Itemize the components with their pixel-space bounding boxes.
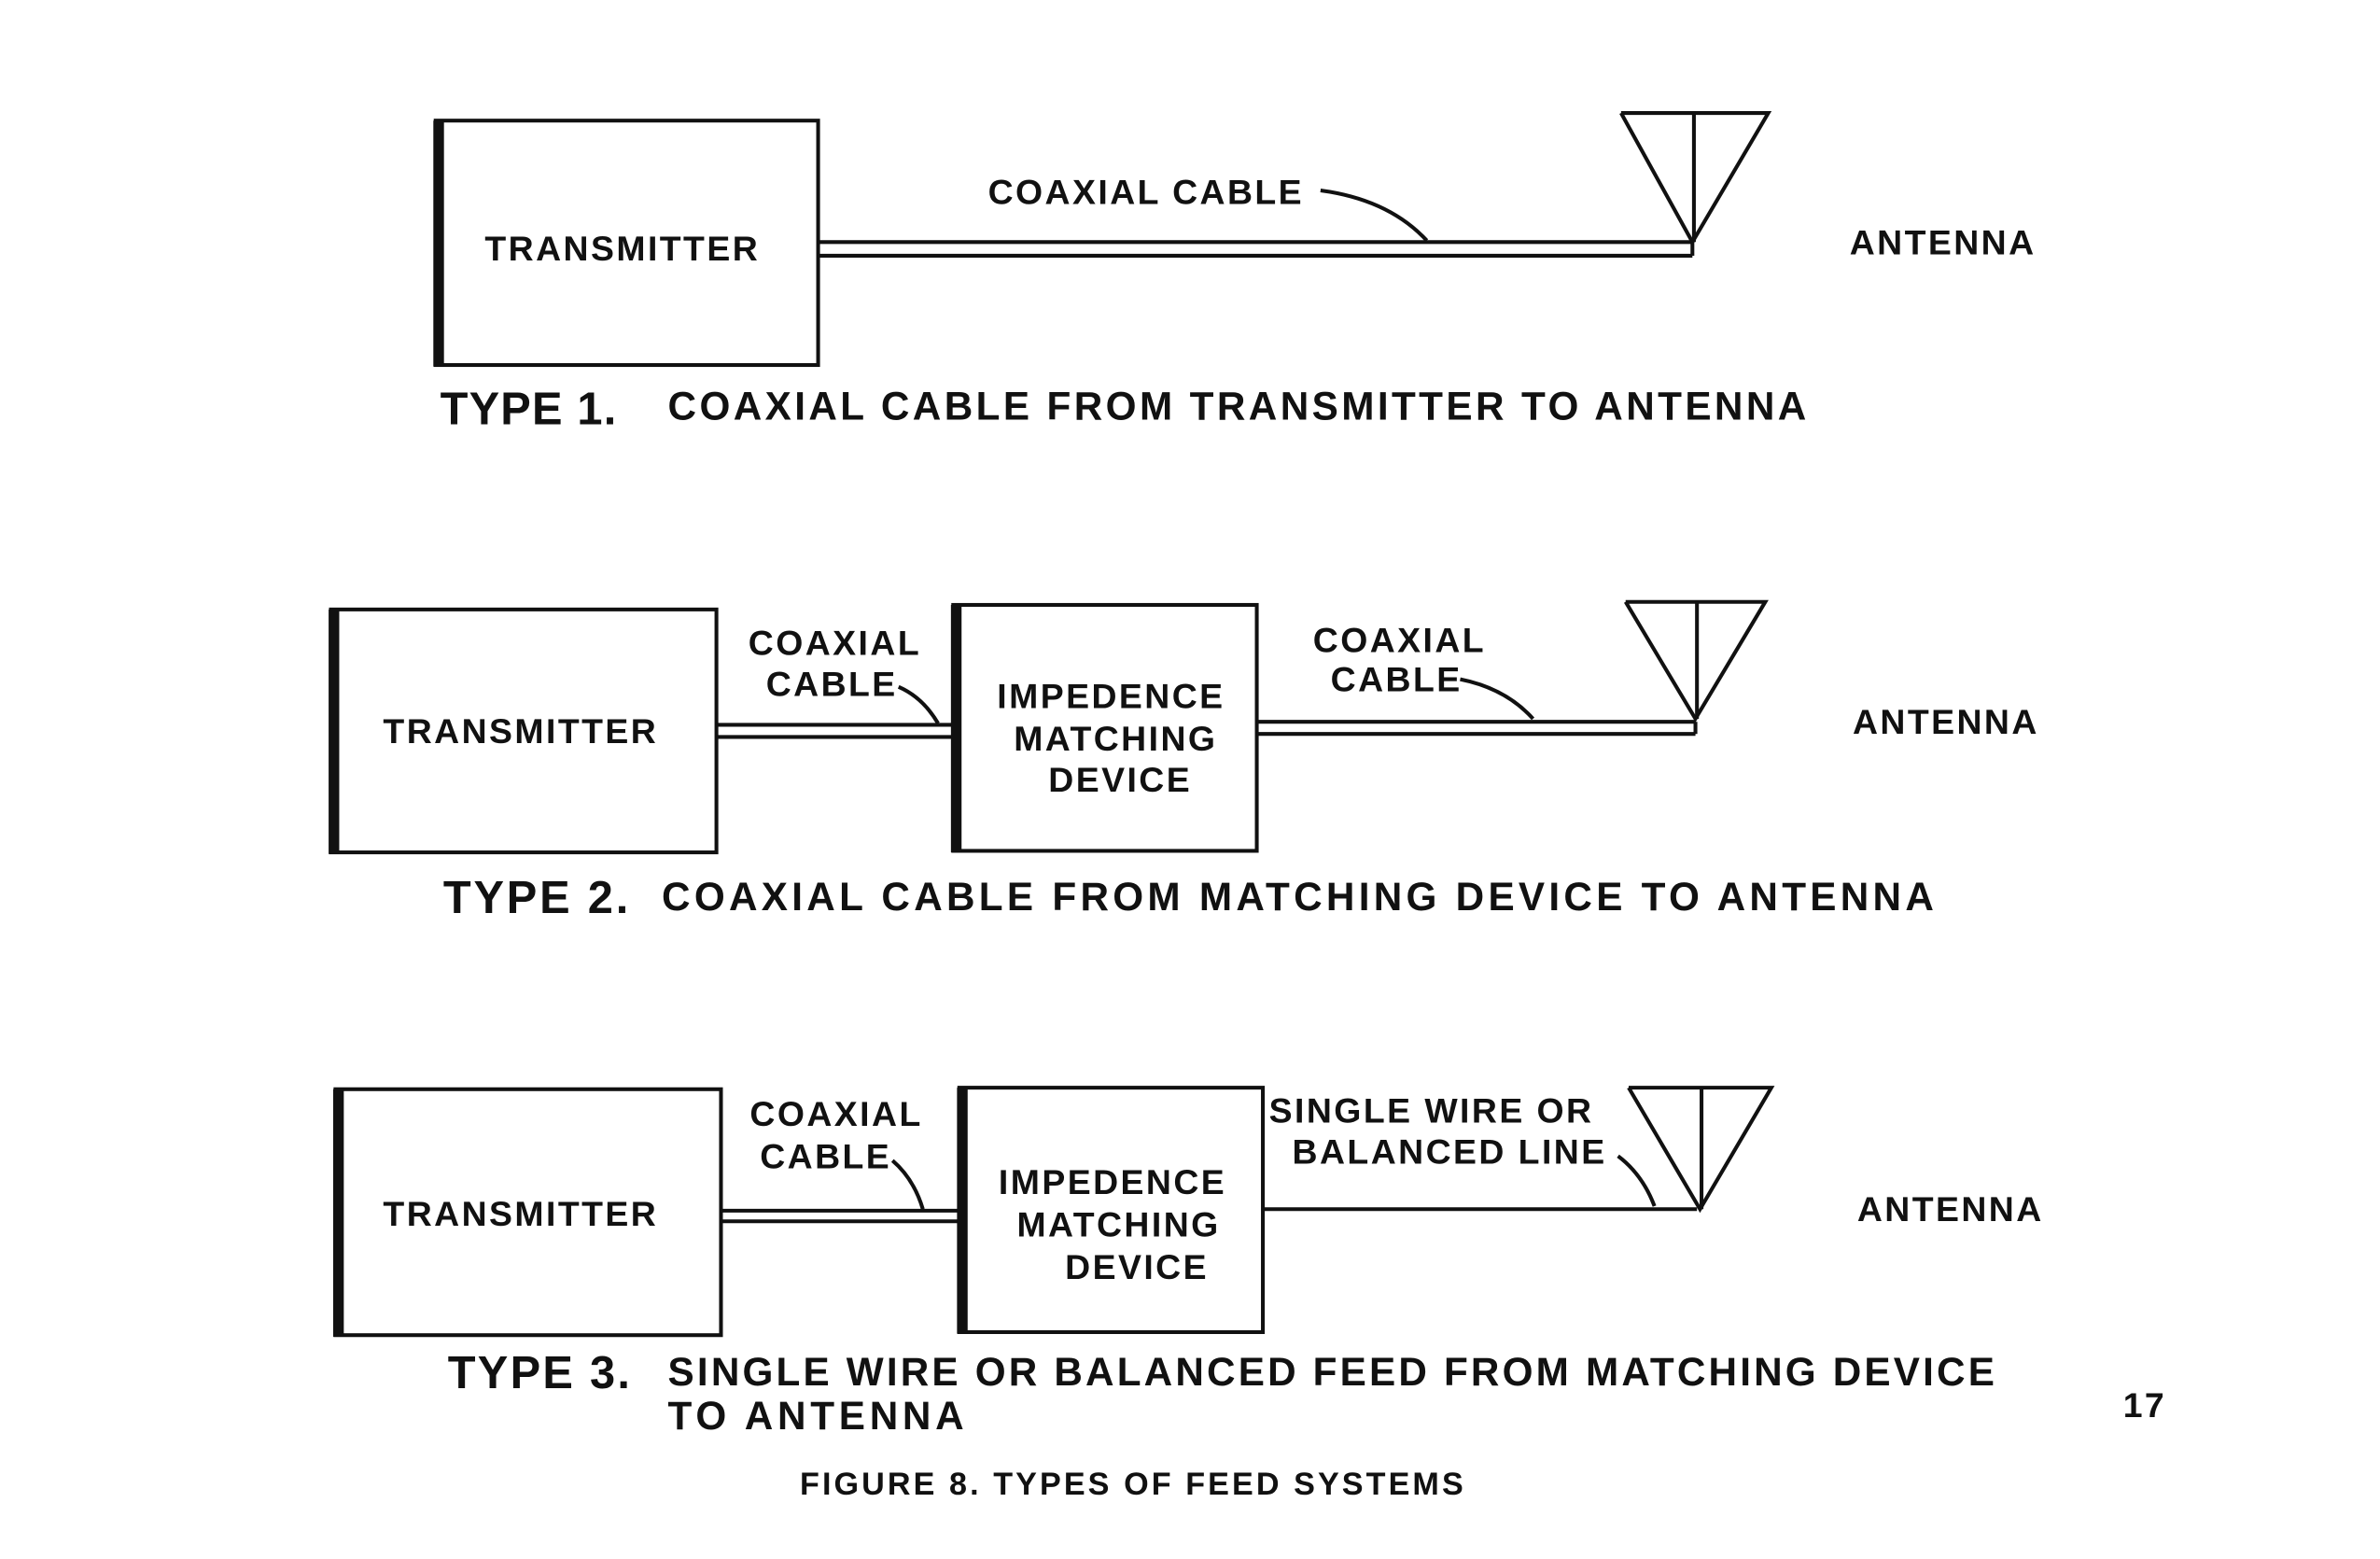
type3-line-label1: SINGLE WIRE OR (1269, 1091, 1594, 1131)
type1-caption-text: COAXIAL CABLE FROM TRANSMITTER TO ANTENN… (668, 385, 1810, 428)
type1-transmitter-label: TRANSMITTER (484, 229, 760, 268)
type3-caption-text1: SINGLE WIRE OR BALANCED FEED FROM MATCHI… (668, 1350, 1998, 1394)
type1-caption-type: TYPE 1. (441, 384, 620, 434)
antenna-icon (1619, 111, 1772, 246)
type3-transmitter-label: TRANSMITTER (383, 1194, 658, 1233)
type2-cable2-line2: CABLE (1331, 660, 1463, 699)
page-number: 17 (2123, 1385, 2166, 1425)
type2-caption-type: TYPE 2. (443, 873, 632, 923)
type3-device-line3: DEVICE (1065, 1247, 1209, 1286)
type1-diagram: TRANSMITTER COAXIAL CABLE ANTENNA TYPE 1… (433, 111, 2037, 434)
type2-diagram: TRANSMITTER COAXIAL CABLE IMPEDENCE MATC… (329, 599, 2039, 923)
figure-caption: FIGURE 8. TYPES OF FEED SYSTEMS (800, 1467, 1463, 1502)
type2-device-line2: MATCHING (1014, 719, 1217, 758)
type2-antenna-label: ANTENNA (1853, 702, 2039, 741)
antenna-icon (1623, 599, 1769, 723)
type3-diagram: TRANSMITTER COAXIAL CABLE IMPEDENCE MATC… (332, 1086, 2044, 1438)
pointer-arrow (1460, 677, 1535, 721)
type2-device-line3: DEVICE (1048, 760, 1192, 799)
type2-cable2-line1: COAXIAL (1313, 620, 1486, 659)
type3-line-label2: BALANCED LINE (1293, 1131, 1607, 1171)
type3-antenna-label: ANTENNA (1857, 1189, 2044, 1229)
type3-cable1-line2: CABLE (760, 1136, 891, 1175)
type3-transmitter-box (333, 1087, 723, 1338)
type2-cable1-line1: COAXIAL (749, 624, 921, 663)
pointer-arrow (897, 684, 940, 724)
type3-device-line2: MATCHING (1016, 1205, 1220, 1244)
type2-matching-device-box (951, 602, 1259, 853)
type1-cable-label: COAXIAL CABLE (988, 173, 1304, 212)
type3-device-line1: IMPEDENCE (999, 1162, 1226, 1201)
type2-caption-text: COAXIAL CABLE FROM MATCHING DEVICE TO AN… (662, 875, 1937, 919)
type2-device-line1: IMPEDENCE (997, 677, 1225, 716)
type1-antenna-label: ANTENNA (1850, 222, 2037, 261)
type1-transmitter-box (433, 119, 820, 368)
pointer-arrow (1320, 188, 1429, 243)
type3-caption-text2: TO ANTENNA (668, 1394, 967, 1438)
type3-cable1-line1: COAXIAL (749, 1094, 922, 1133)
type2-cable1-line2: CABLE (766, 665, 898, 704)
antenna-icon (1627, 1086, 1775, 1214)
type2-transmitter-label: TRANSMITTER (383, 711, 658, 751)
pointer-arrow (1617, 1154, 1657, 1207)
pointer-arrow (890, 1159, 925, 1210)
type3-caption-type: TYPE 3. (448, 1348, 633, 1398)
